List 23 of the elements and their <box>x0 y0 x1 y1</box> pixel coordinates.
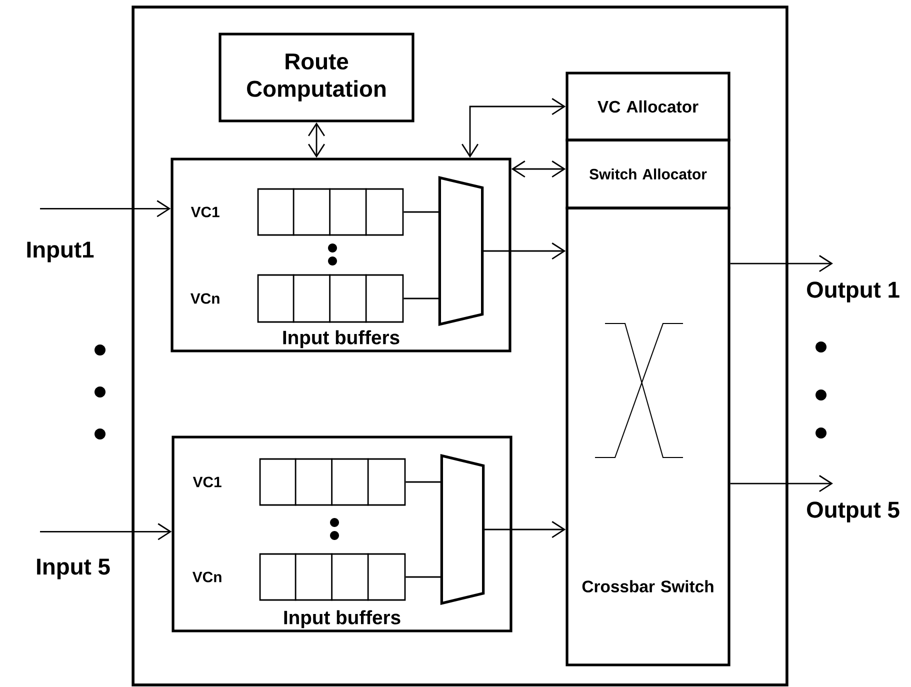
vc-label: VCn <box>192 572 222 582</box>
multiplexer <box>438 176 484 326</box>
allocator-box: Switch Allocator <box>566 138 730 210</box>
arrow <box>730 475 833 492</box>
arrow <box>40 200 171 218</box>
crossbar-box: Crossbar Switch <box>566 206 730 666</box>
arrow <box>483 521 566 538</box>
vc-label: VCn <box>190 293 220 304</box>
port-label: Output 5 <box>807 502 900 522</box>
vc-label: VC1 <box>190 206 220 218</box>
process-box: Route Computation <box>218 32 414 122</box>
arrow <box>482 242 566 260</box>
vc-label: VC1 <box>192 476 222 488</box>
arrow <box>511 160 566 178</box>
port-label: Input 5 <box>37 558 110 580</box>
arrow <box>308 122 325 158</box>
multiplexer <box>440 454 485 605</box>
arrow <box>40 523 172 540</box>
arrow <box>462 98 566 158</box>
port-label: Input1 <box>27 242 94 262</box>
port-label: Output 1 <box>807 282 900 302</box>
arrow <box>730 255 833 272</box>
allocator-box: VC Allocator <box>566 72 730 142</box>
